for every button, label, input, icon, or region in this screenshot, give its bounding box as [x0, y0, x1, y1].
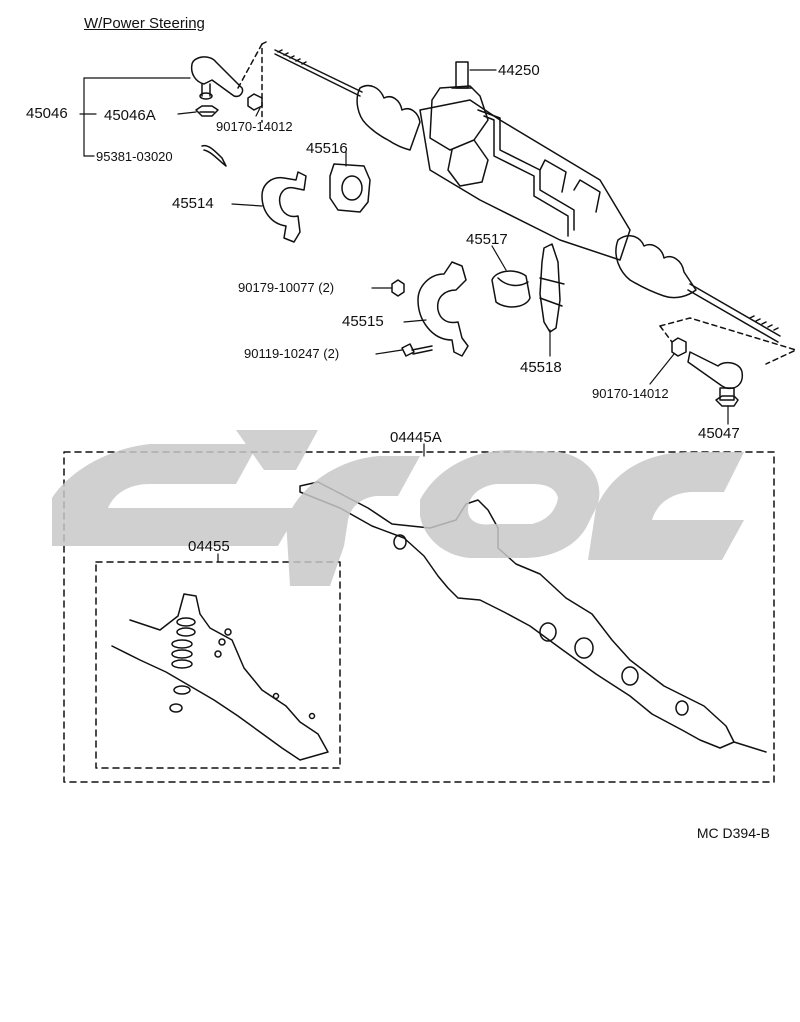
label-04455: 04455	[188, 538, 230, 555]
label-45046A: 45046A	[104, 107, 156, 124]
tie-rod-end-right	[659, 317, 797, 407]
bracket-45515	[417, 261, 469, 357]
label-45047: 45047	[698, 425, 740, 442]
label-90170-left: 90170-14012	[216, 119, 293, 134]
label-45517: 45517	[466, 231, 508, 248]
plate-45518	[539, 243, 565, 333]
label-90179: 90179-10077 (2)	[238, 280, 335, 295]
diagram-title: W/Power Steering	[84, 15, 205, 32]
label-45514: 45514	[172, 195, 214, 212]
bolt-90119	[401, 343, 433, 357]
steering-rack-assembly	[274, 49, 781, 343]
label-45046: 45046	[26, 105, 68, 122]
label-45516: 45516	[306, 140, 348, 157]
kit-04445a-box	[63, 451, 775, 783]
label-44250: 44250	[498, 62, 540, 79]
watermark-logo	[52, 430, 744, 586]
label-90119: 90119-10247 (2)	[244, 346, 340, 361]
nut-90179	[391, 279, 405, 297]
tie-rod-end-left	[190, 41, 267, 167]
diagram-reference: MC D394-B	[696, 825, 770, 841]
label-45515: 45515	[342, 313, 384, 330]
leader-lines	[79, 69, 729, 563]
bushing-45517	[491, 270, 531, 308]
kit-04455-box	[95, 561, 341, 769]
label-90170-right: 90170-14012	[592, 386, 669, 401]
bracket-45514	[261, 171, 307, 243]
label-04445A: 04445A	[390, 429, 442, 446]
grommet-45516	[329, 163, 371, 213]
label-45518: 45518	[520, 359, 562, 376]
label-95381: 95381-03020	[96, 149, 173, 164]
